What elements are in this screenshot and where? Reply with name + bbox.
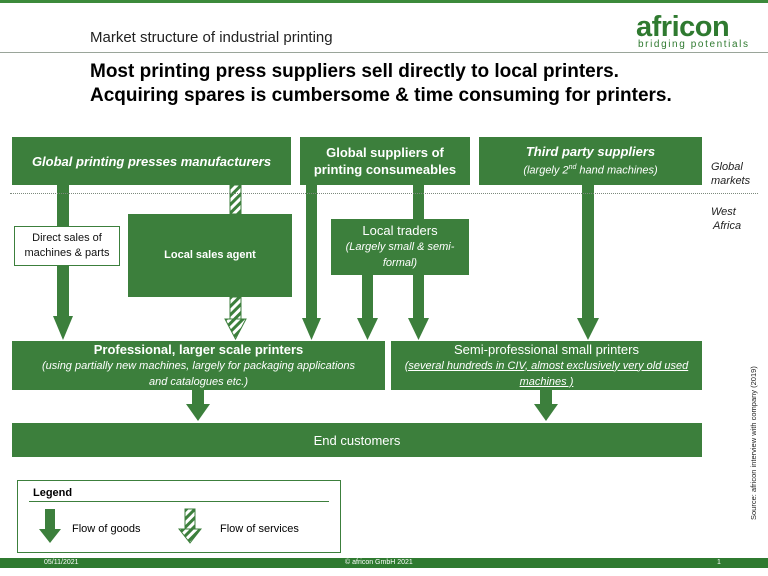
arrow-consumables-to-professional [302, 185, 321, 340]
arrow-traders-to-semi [408, 275, 429, 340]
arrow-semi-to-end [534, 390, 558, 421]
region-local-line1: West [711, 206, 736, 218]
top-accent-line [0, 0, 768, 3]
node-semi-professional-printers: Semi-professional small printers (severa… [391, 341, 702, 390]
source-note: Source: africon interview with company (… [749, 366, 758, 520]
arrow-consumables-to-traders [413, 185, 424, 219]
arrow-thirdparty-to-semi [577, 185, 599, 340]
legend-goods-label: Flow of goods [72, 523, 141, 535]
headline-line-2: Acquiring spares is cumbersome & time co… [90, 85, 672, 106]
node-global-consumables: Global suppliers of printing consumeable… [300, 137, 470, 185]
third-party-sub-pre: (largely 2 [523, 164, 569, 177]
region-west-africa: West Africa [711, 205, 741, 233]
africon-logo: africon bridging potentials [636, 12, 748, 52]
logo-word: africon [636, 11, 730, 43]
local-sales-agent-label: Local sales agent [164, 249, 256, 261]
legend-services-label: Flow of services [220, 523, 299, 535]
header-divider [0, 52, 768, 53]
node-third-party-sub: (largely 2nd hand machines) [523, 160, 657, 179]
professional-sub2: and catalogues etc.) [148, 376, 249, 388]
node-professional-printers: Professional, larger scale printers (usi… [12, 341, 385, 390]
local-traders-title: Local traders [362, 223, 438, 238]
node-local-sales-agent: Local sales agent [128, 214, 292, 297]
local-traders-sub1: (Largely small & semi- [345, 241, 455, 253]
arrow-professional-to-end [186, 390, 210, 421]
goods-arrow-icon [39, 509, 61, 543]
node-local-traders: Local traders (Largely small & semi- for… [331, 219, 469, 275]
semi-sub1: (several hundreds in CIV, almost exclusi… [404, 359, 689, 372]
footer-date: 05/11/2021 [44, 559, 79, 566]
professional-title: Professional, larger scale printers [93, 342, 304, 357]
footer-copyright: © africon GmbH 2021 [345, 559, 413, 566]
direct-sales-line1: Direct sales of [32, 232, 102, 244]
direct-sales-line2: machines & parts [24, 247, 110, 259]
legend-title: Legend [33, 487, 73, 499]
professional-sub1: (using partially new machines, largely f… [41, 360, 356, 372]
headline-line-1: Most printing press suppliers sell direc… [90, 61, 619, 82]
services-arrow-icon [178, 508, 202, 544]
slide-headline: Most printing press suppliers sell direc… [90, 60, 730, 108]
node-global-manufacturers-label: Global printing presses manufacturers [31, 153, 272, 169]
logo-tagline: bridging potentials [638, 39, 750, 50]
node-third-party-title: Third party suppliers [525, 144, 656, 160]
footer-bar: 05/11/2021 © africon GmbH 2021 1 [0, 558, 768, 568]
legend: Legend Flow of goods Flow of services [17, 480, 341, 553]
global-local-divider [10, 193, 758, 194]
node-consumables-line1: Global suppliers of [326, 145, 444, 160]
region-global-markets: Global markets [711, 160, 750, 188]
node-third-party: Third party suppliers (largely 2nd hand … [479, 137, 702, 185]
region-local-line2: Africa [713, 220, 742, 232]
footer-page-number: 1 [717, 559, 721, 566]
third-party-sub-post: hand machines) [576, 164, 658, 177]
arrow-traders-to-professional [357, 275, 378, 340]
node-global-manufacturers: Global printing presses manufacturers [12, 137, 291, 185]
legend-divider [29, 501, 329, 502]
semi-title: Semi-professional small printers [454, 341, 639, 357]
arrow-services-top [229, 184, 242, 215]
node-consumables-line2: printing consumeables [313, 162, 457, 177]
semi-sub2: machines ) [519, 375, 574, 388]
end-customers-label: End customers [313, 432, 401, 448]
slide-subtitle: Market structure of industrial printing [90, 29, 333, 46]
local-traders-sub2: formal) [382, 257, 418, 269]
arrow-services-agent-to-professional [224, 296, 247, 341]
region-global-line1: Global [711, 161, 743, 173]
node-direct-sales: Direct sales of machines & parts [14, 226, 120, 266]
node-end-customers: End customers [12, 423, 702, 457]
third-party-sub-sup: nd [568, 164, 577, 172]
region-global-line2: markets [711, 175, 751, 187]
